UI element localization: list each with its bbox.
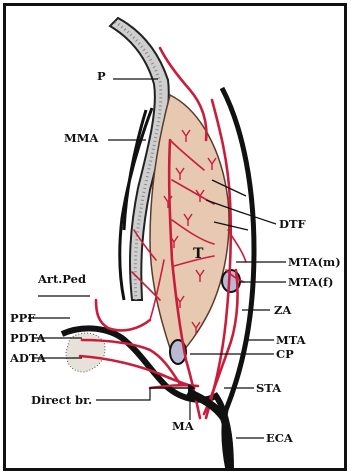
label-ma: MA xyxy=(172,419,195,433)
label-ppf: PPF xyxy=(10,311,36,325)
label-mta: MTA xyxy=(276,333,307,347)
label-p: P xyxy=(97,69,106,83)
label-mta-m: MTA(m) xyxy=(288,255,341,269)
label-t: T xyxy=(193,246,204,262)
label-adta: ADTA xyxy=(9,351,47,365)
label-dtf: DTF xyxy=(279,217,307,231)
label-art-ped: Art.Ped xyxy=(37,272,86,286)
label-mma: MMA xyxy=(64,131,99,145)
label-za: ZA xyxy=(274,303,292,317)
label-cp: CP xyxy=(276,347,294,361)
label-direct-br: Direct br. xyxy=(31,393,92,407)
label-pdta: PDTA xyxy=(10,331,47,345)
artery-art-ped xyxy=(96,300,150,330)
temporalis-muscle xyxy=(150,95,229,360)
label-eca: ECA xyxy=(266,431,294,445)
label-mta-f: MTA(f) xyxy=(288,275,333,289)
label-sta: STA xyxy=(256,381,282,395)
